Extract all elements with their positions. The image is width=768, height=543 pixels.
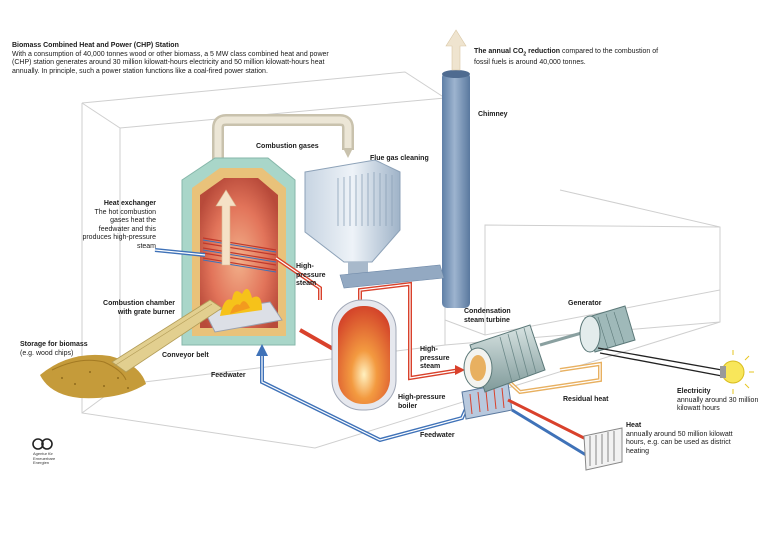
label-feedwater-1: Feedwater (211, 372, 246, 379)
label-high-pressure-steam-1: High-pressure steam (296, 263, 326, 287)
label-feedwater-2: Feedwater (420, 432, 455, 439)
agency-logo-text: Agentur für Erneuerbare Energien (33, 451, 56, 466)
power-lines (597, 347, 723, 377)
combustion-gas-duct (212, 114, 354, 165)
conveyor-belt (111, 299, 223, 373)
co2-title-pre: The annual CO (474, 48, 524, 55)
district-heat-exchanger (461, 382, 593, 457)
storage-title: Storage for biomass (20, 341, 88, 348)
generator (579, 305, 636, 353)
label-combustion-chamber: Combustion chamber with grate burner (103, 300, 175, 316)
label-generator: Generator (568, 300, 602, 307)
label-high-pressure-boiler: High-pressure boiler (398, 394, 446, 410)
label-high-pressure-steam-2: High-pressure steam (420, 346, 450, 370)
light-bulb-icon (720, 350, 754, 394)
co2-title-sub: 2 (523, 51, 527, 58)
storage-body: (e.g. wood chips) (20, 349, 74, 357)
logo-line-3: Energien (33, 460, 50, 466)
label-residual-heat: Residual heat (563, 396, 609, 403)
building-outline (81, 71, 721, 449)
co2-body: compared to the combustion of fossil fue… (474, 48, 659, 66)
furnace (181, 157, 296, 346)
label-chimney: Chimney (478, 111, 508, 118)
residual-heat-pipe (503, 361, 602, 395)
intro-text-block: Biomass Combined Heat and Power (CHP) St… (12, 42, 342, 76)
label-heat-exchanger: Heat exchanger The hot combustion gases … (80, 200, 156, 251)
co2-reduction-note: The annual CO2 reduction compared to the… (474, 48, 664, 67)
label-electricity: Electricity annually around 30 million k… (677, 388, 767, 414)
electricity-body: annually around 30 million kilowatt hour… (677, 396, 759, 413)
label-condensation-turbine: Condensation steam turbine (464, 308, 511, 324)
heat-body: annually around 50 million kilowatt hour… (626, 430, 733, 455)
intro-title: Biomass Combined Heat and Power (CHP) St… (12, 42, 179, 49)
heat-exchanger-title: Heat exchanger (103, 200, 156, 207)
heat-title: Heat (626, 422, 642, 429)
label-storage-biomass: Storage for biomass (e.g. wood chips) (20, 341, 110, 358)
arrow-up-icon (445, 29, 467, 71)
heat-exchanger-body: The hot combustion gases heat the feedwa… (82, 208, 156, 250)
label-heat: Heat annually around 50 million kilowatt… (626, 422, 744, 456)
radiator-icon (583, 427, 623, 471)
label-flue-gas-cleaning: Flue gas cleaning (370, 155, 429, 162)
logo-line-2: Erneuerbare (33, 455, 56, 461)
co2-title-post: reduction (526, 48, 561, 55)
condensation-steam-turbine (463, 324, 586, 393)
intro-body: With a consumption of 40,000 tonnes wood… (12, 50, 329, 75)
electricity-title: Electricity (677, 388, 711, 395)
high-pressure-steam-pipe (274, 256, 465, 381)
label-conveyor-belt: Conveyor belt (162, 352, 209, 359)
chimney (442, 29, 470, 308)
high-pressure-boiler (331, 299, 397, 411)
logo-line-1: Agentur für (33, 451, 53, 456)
agency-logo-icon (32, 438, 53, 450)
flue-gas-cleaning (304, 159, 445, 289)
label-combustion-gases: Combustion gases (256, 143, 319, 150)
flame-icon (220, 288, 262, 316)
